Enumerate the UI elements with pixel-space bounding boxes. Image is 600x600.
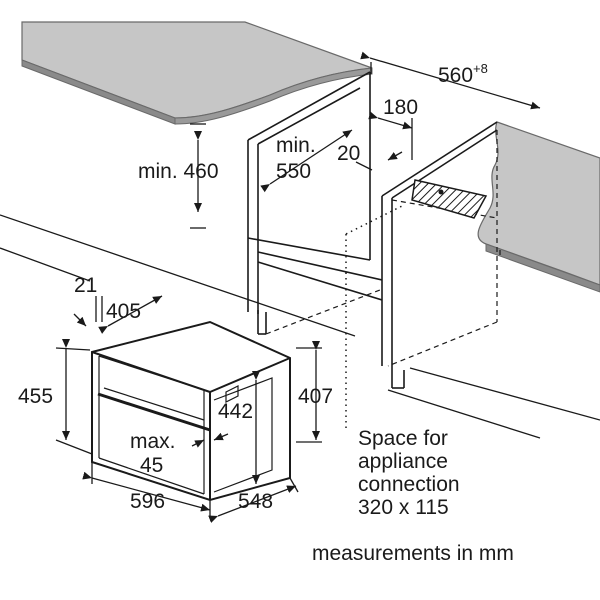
- cabinet-niche: [247, 71, 498, 389]
- connection-note-line2: appliance: [358, 450, 448, 473]
- units-note: measurements in mm: [312, 542, 514, 565]
- label-top-offset: 21: [74, 274, 97, 297]
- label-niche-width: 560+8: [438, 61, 488, 87]
- label-inner-height: 442: [218, 400, 253, 423]
- label-door-protrusion-line1: max.: [130, 430, 176, 453]
- label-door-protrusion-line2: 45: [140, 454, 163, 477]
- label-appliance-width: 596: [130, 490, 165, 513]
- connection-note-line4: 320 x 115: [358, 496, 449, 519]
- label-cabinet-depth-line2: 550: [276, 160, 311, 183]
- hidden-edges: [265, 130, 501, 367]
- connection-note-line1: Space for: [358, 427, 448, 450]
- label-appliance-depth: 548: [238, 490, 273, 513]
- countertop-right: [477, 121, 600, 293]
- floor-lines: [0, 214, 600, 439]
- dimension-lines: [55, 51, 541, 523]
- connection-note-line3: connection: [358, 473, 460, 496]
- oven-appliance: [91, 320, 291, 502]
- label-top-depth: 405: [106, 300, 141, 323]
- label-appliance-height: 455: [18, 385, 53, 408]
- label-rear-gap: 180: [383, 96, 418, 119]
- label-niche-width-value: 560: [438, 64, 473, 87]
- label-cabinet-height: min. 460: [138, 160, 219, 183]
- connection-zone-outline: [345, 204, 405, 430]
- countertop-left: [21, 21, 373, 125]
- label-niche-width-tolerance: +8: [473, 61, 488, 76]
- label-rear-height: 407: [298, 385, 333, 408]
- label-cabinet-depth-line1: min.: [276, 134, 316, 157]
- label-side-gap: 20: [337, 142, 360, 165]
- connection-box: [411, 179, 488, 219]
